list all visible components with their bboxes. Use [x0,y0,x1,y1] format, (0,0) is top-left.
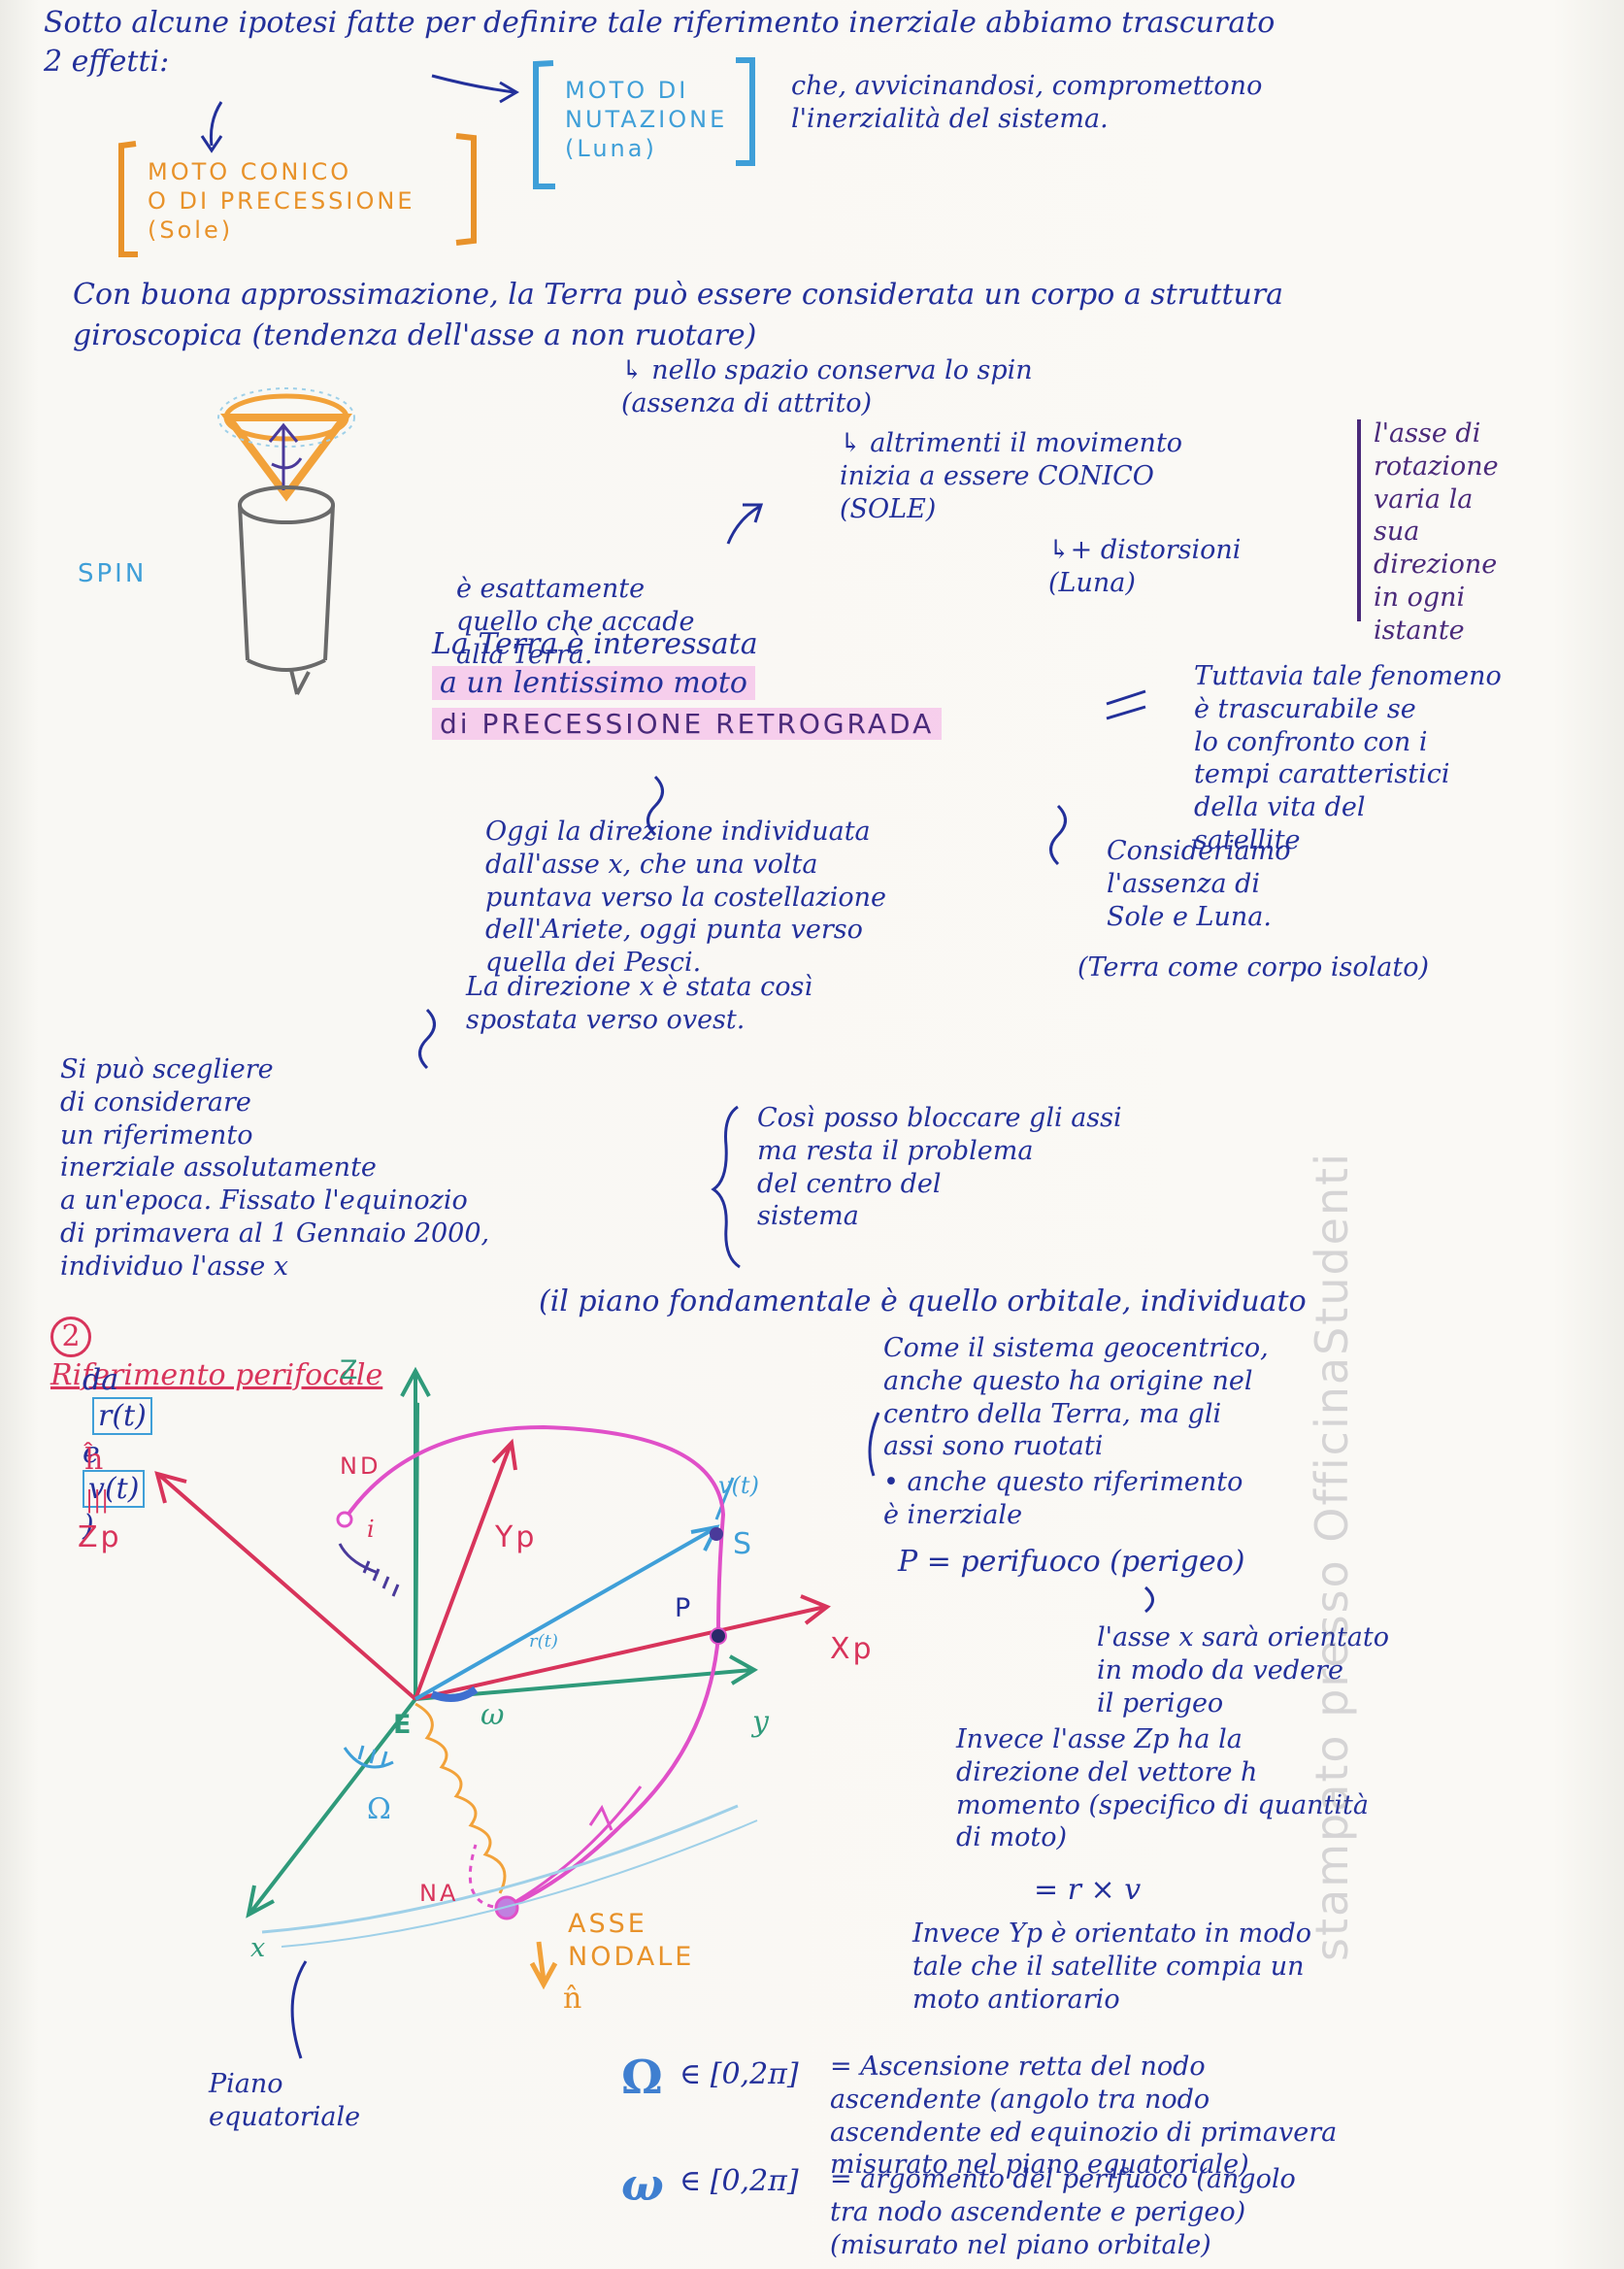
cosi-posso: Così posso bloccare gli assi ma resta il… [757,1103,1122,1232]
x-axis [249,1697,417,1915]
spinning-top-icon [217,387,355,695]
perifocale-da: da r(t) e v(t) ) [83,1325,152,1544]
piano-equatoriale: Piano equatoriale [209,2069,361,2132]
n-hat-label: n̂ [563,1982,582,2016]
Omega-def: = Ascensione retta del nodo ascendente (… [830,2052,1338,2181]
r-vec-box: r(t) [92,1397,152,1435]
asse-rotazione-box: l'asse di rotazione varia la sua direzio… [1374,418,1499,646]
satellite-dot [710,1527,723,1541]
omega-def: = argomento del perifuoco (angolo tra no… [830,2164,1296,2260]
Omega-symbol: Ω [621,2051,663,2105]
v-vec-box: v(t) [83,1470,146,1508]
perifuoco-def: P = perifuoco (perigeo) [898,1545,1245,1579]
nodal-line [414,1702,507,1894]
precessione-highlight: di PRECESSIONE RETROGRADA [432,708,943,740]
omega-symbol: ω [621,2158,664,2211]
invece-zp: Invece l'asse Zp ha la direzione del vet… [956,1724,1369,1853]
giro-line-1: Con buona approssimazione, la Terra può … [73,278,1284,312]
invece-yp: Invece Yp è orientato in modo tale che i… [912,1919,1312,2015]
omega-range: ∈ [0,2π] [679,2164,799,2198]
perigee-dot [710,1627,727,1645]
xp-axis [414,1605,826,1701]
moto-conico-box: MOTO CONICO O DI PRECESSIONE (Sole) [148,158,415,244]
consideriamo-note: Consideriamo l'assenza di Sole e Luna. [1107,836,1291,932]
oggi-direzione: Oggi la direzione individuata dall'asse … [485,817,887,978]
xp-label: Xp [830,1632,875,1666]
Omega-range: ∈ [0,2π] [679,2057,799,2091]
zp-axis [158,1474,417,1701]
moto-nutazione-box: MOTO DI NUTAZIONE (Luna) [565,77,728,162]
equiv-label: ||| [85,1486,110,1514]
giro-line-2: giroscopica (tendenza dell'asse a non ru… [73,318,757,352]
r-vector [414,1527,714,1701]
z-label: Z [340,1355,361,1385]
na-label: NA [419,1880,459,1907]
i-label: i [367,1516,375,1543]
direzione-x-ovest: La direzione x è stata così spostata ver… [466,972,813,1035]
anche-inerziale: • anche questo riferimento è inerziale [883,1467,1243,1530]
r-t-label: r(t) [529,1631,558,1652]
e-label: E [393,1710,414,1740]
esattamente-terra: è esattamente quello che accade alla Ter… [456,574,695,670]
nd-label: ND [340,1452,381,1480]
r-cross-v: = r × v [1034,1873,1142,1907]
asse-nodale-label: ASSE NODALE [568,1909,695,1972]
nd-node-dot [336,1511,353,1528]
watermark: stampato presso OfficinaStudenti [1306,1151,1358,1961]
spin-label: SPIN [78,559,148,588]
lentissimo-moto: a un lentissimo moto [432,665,755,702]
yp-label: Yp [495,1520,538,1554]
p-label: P [675,1593,694,1623]
perifocale-note: (il piano fondamentale è quello orbitale… [539,1285,1307,1318]
e-label: e [83,1435,100,1470]
orbit-path [343,1424,726,1910]
terra-interessata: La Terra è interessata [432,627,758,661]
distorsioni-luna: ↳+ distorsioni (Luna) [1048,535,1242,598]
zp-label: Zp [78,1520,122,1554]
heading-title: Riferimento perifocale [50,1357,383,1392]
intro-line-2: 2 effetti: [44,45,170,79]
nutazione-note: che, avvicinandosi, compromettono l'iner… [791,71,1263,134]
da-label: da [83,1362,119,1397]
na-node-dot [494,1895,519,1920]
terra-isolata: (Terra come corpo isolato) [1077,952,1429,983]
altrimenti-conico: ↳ altrimenti il movimento inizia a esser… [840,428,1183,524]
s-label: S [733,1527,755,1561]
asse-x-perigeo: l'asse x sarà orientato in modo da veder… [1097,1622,1389,1718]
v-t-label: v(t) [718,1472,759,1499]
spazio-spin: ↳ nello spazio conserva lo spin (assenza… [621,355,1033,418]
tuttavia-note: Tuttavia tale fenomeno è trascurabile se… [1194,661,1502,855]
x-label: x [250,1933,266,1963]
precessione-retrograda: di PRECESSIONE RETROGRADA [432,707,943,741]
come-geocentrico: Come il sistema geocentrico, anche quest… [883,1333,1269,1462]
Omega-label: Ω [367,1792,391,1826]
heading-number: 2 [50,1316,91,1357]
perifocale-heading: 2 Riferimento perifocale [50,1280,382,1393]
intro-line-1: Sotto alcune ipotesi fatte per definire … [44,6,1276,40]
y-label: y [752,1705,769,1739]
lentissimo-highlight: a un lentissimo moto [432,666,755,700]
omega-label: ω [481,1698,505,1732]
h-hat-label: ĥ [84,1443,104,1477]
si-puo-scegliere: Si può scegliere di considerare un rifer… [60,1054,490,1282]
yp-axis [414,1446,512,1700]
